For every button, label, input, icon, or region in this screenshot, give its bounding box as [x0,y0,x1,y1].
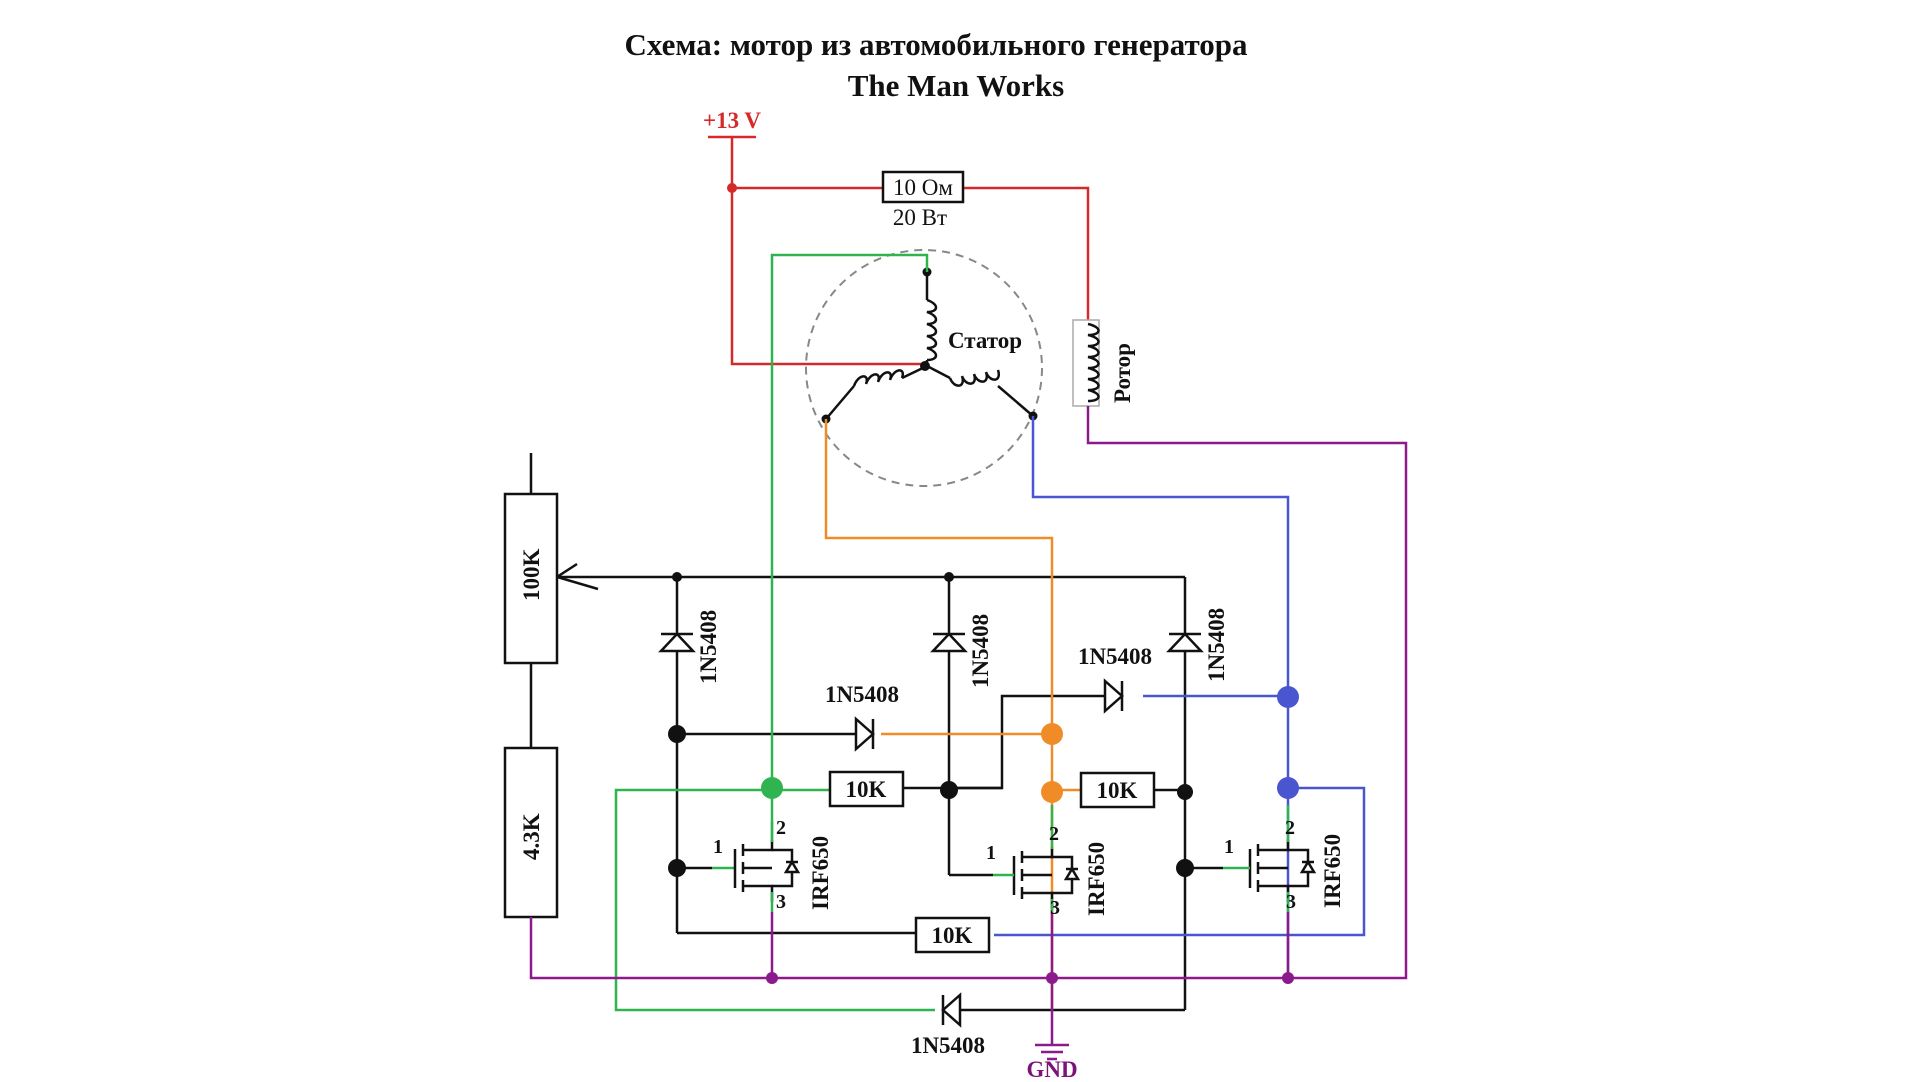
diode-3-label: 1N5408 [1204,608,1229,682]
node-blue-2 [1277,777,1299,799]
resistor-10k-b-label: 10K [1097,778,1138,803]
ground-node-3 [1282,972,1294,984]
diode-2 [930,632,968,653]
mosfet-1-pin-gate: 1 [713,836,723,858]
diagram-subtitle: The Man Works [848,68,1064,103]
node-col3-b [1176,859,1194,877]
diode-5-label: 1N5408 [1078,644,1152,669]
resistor-10k-b [1079,771,1156,809]
ground-node-2 [1046,972,1058,984]
resistor-10k-a [828,770,905,808]
diode-6-label: 1N5408 [911,1033,985,1058]
resistor-10k-c [914,916,991,954]
pot-4k3 [503,746,559,919]
mosfet-3-pin-source: 3 [1286,891,1296,913]
ground-node-1 [766,972,778,984]
diode-4 [854,716,875,752]
ground-bus [529,406,1408,1061]
node-pot-col2 [944,572,954,582]
supply-label: +13 V [703,108,761,133]
mosfet-2 [1012,847,1081,909]
mosfet-2-pin-drain: 2 [1049,823,1059,845]
pot-4k3-label: 4.3K [519,813,544,860]
stator-center-node [920,361,930,371]
node-col2-a [940,781,958,799]
mosfet-3-pin-drain: 2 [1285,817,1295,839]
supply-wires [708,135,1090,366]
stator-label: Статор [948,328,1022,353]
resistor-10k-c-label: 10K [932,923,973,948]
load-resistor-value: 10 Ом [893,175,953,200]
diode-6 [941,992,962,1028]
supply-node [727,183,737,193]
node-orange-1 [1041,723,1063,745]
ground-label: GND [1026,1057,1077,1077]
diode-3 [1166,632,1204,653]
mosfet-2-pin-gate: 1 [986,842,996,864]
mosfet-1-pin-drain: 2 [776,817,786,839]
diode-1-label: 1N5408 [696,610,721,684]
mosfet-1 [733,840,801,902]
pot-100k-label: 100K [519,549,544,602]
node-orange-2 [1041,781,1063,803]
mosfet-1-pin-source: 3 [776,891,786,913]
diagram-title: Схема: мотор из автомобильного генератор… [624,27,1248,62]
diode-2-label: 1N5408 [968,614,993,688]
node-col1-b [668,859,686,877]
load-resistor-power: 20 Вт [893,205,947,230]
mosfet-2-label: IRF650 [1084,842,1109,916]
resistor-10k-a-label: 10K [846,777,887,802]
load-resistor [881,170,965,204]
mosfet-1-label: IRF650 [808,836,833,910]
node-col3-a [1177,784,1193,800]
phase-blue-wires [994,416,1366,978]
diode-1 [658,632,696,653]
mosfet-3-label: IRF650 [1320,834,1345,908]
node-col1-a [668,725,686,743]
mosfet-2-pin-source: 3 [1050,897,1060,919]
diode-5 [1103,678,1124,714]
node-green [761,777,783,799]
node-pot-col1 [672,572,682,582]
stator-outline [805,249,1043,487]
rotor-label: Ротор [1110,343,1135,403]
rotor-winding [1072,319,1100,407]
diode-4-label: 1N5408 [825,682,899,707]
node-blue-1 [1277,686,1299,708]
mosfet-3 [1248,840,1317,902]
pot-100k [503,492,559,665]
mosfet-3-pin-gate: 1 [1224,836,1234,858]
